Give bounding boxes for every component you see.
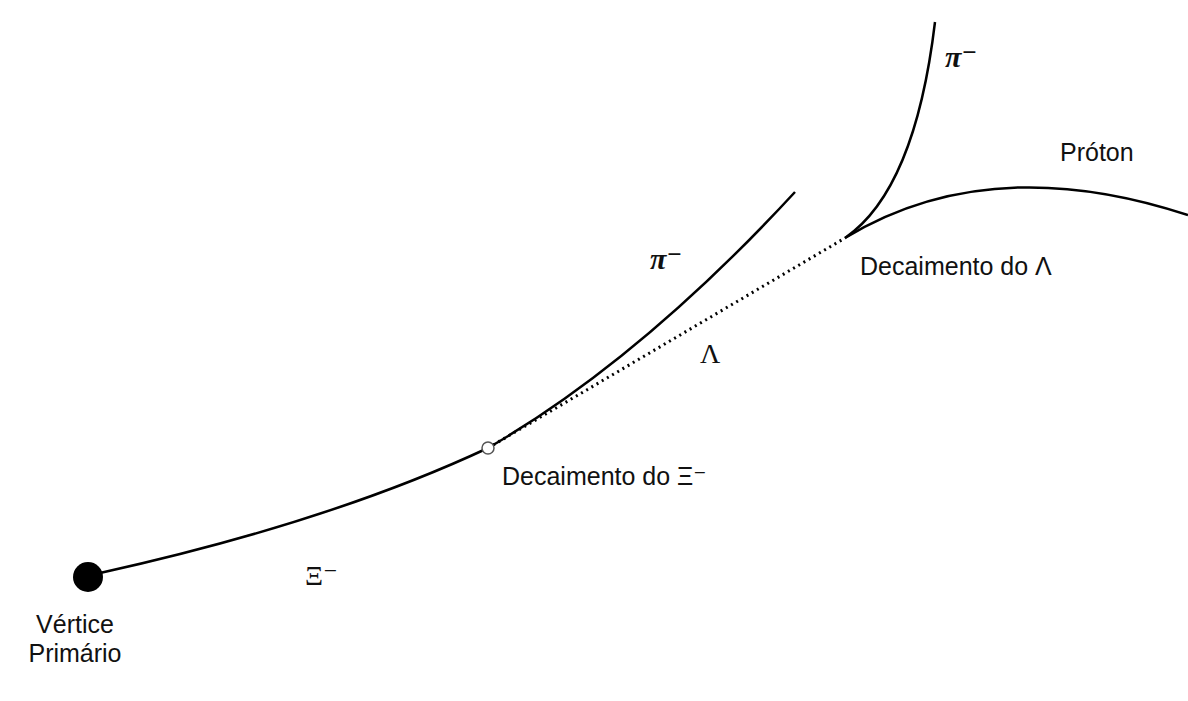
particle-label: π⁻ xyxy=(945,40,977,75)
particle-label: Λ xyxy=(700,338,720,370)
pion-track xyxy=(845,22,935,238)
particle-label: π⁻ xyxy=(650,242,682,277)
decay-point xyxy=(482,442,494,454)
decay-label: Decaimento do Ξ⁻ xyxy=(502,462,707,491)
proton-track xyxy=(845,187,1188,238)
primary-vertex xyxy=(73,562,103,592)
particle-label: Ξ⁻ xyxy=(305,560,338,592)
lambda-track xyxy=(488,238,845,448)
xi-track xyxy=(100,448,488,573)
vertex-label: Vértice Primário xyxy=(20,610,130,668)
decay-label: Decaimento do Λ xyxy=(860,252,1052,281)
pion-track xyxy=(488,192,795,448)
particle-label: Próton xyxy=(1060,138,1134,167)
